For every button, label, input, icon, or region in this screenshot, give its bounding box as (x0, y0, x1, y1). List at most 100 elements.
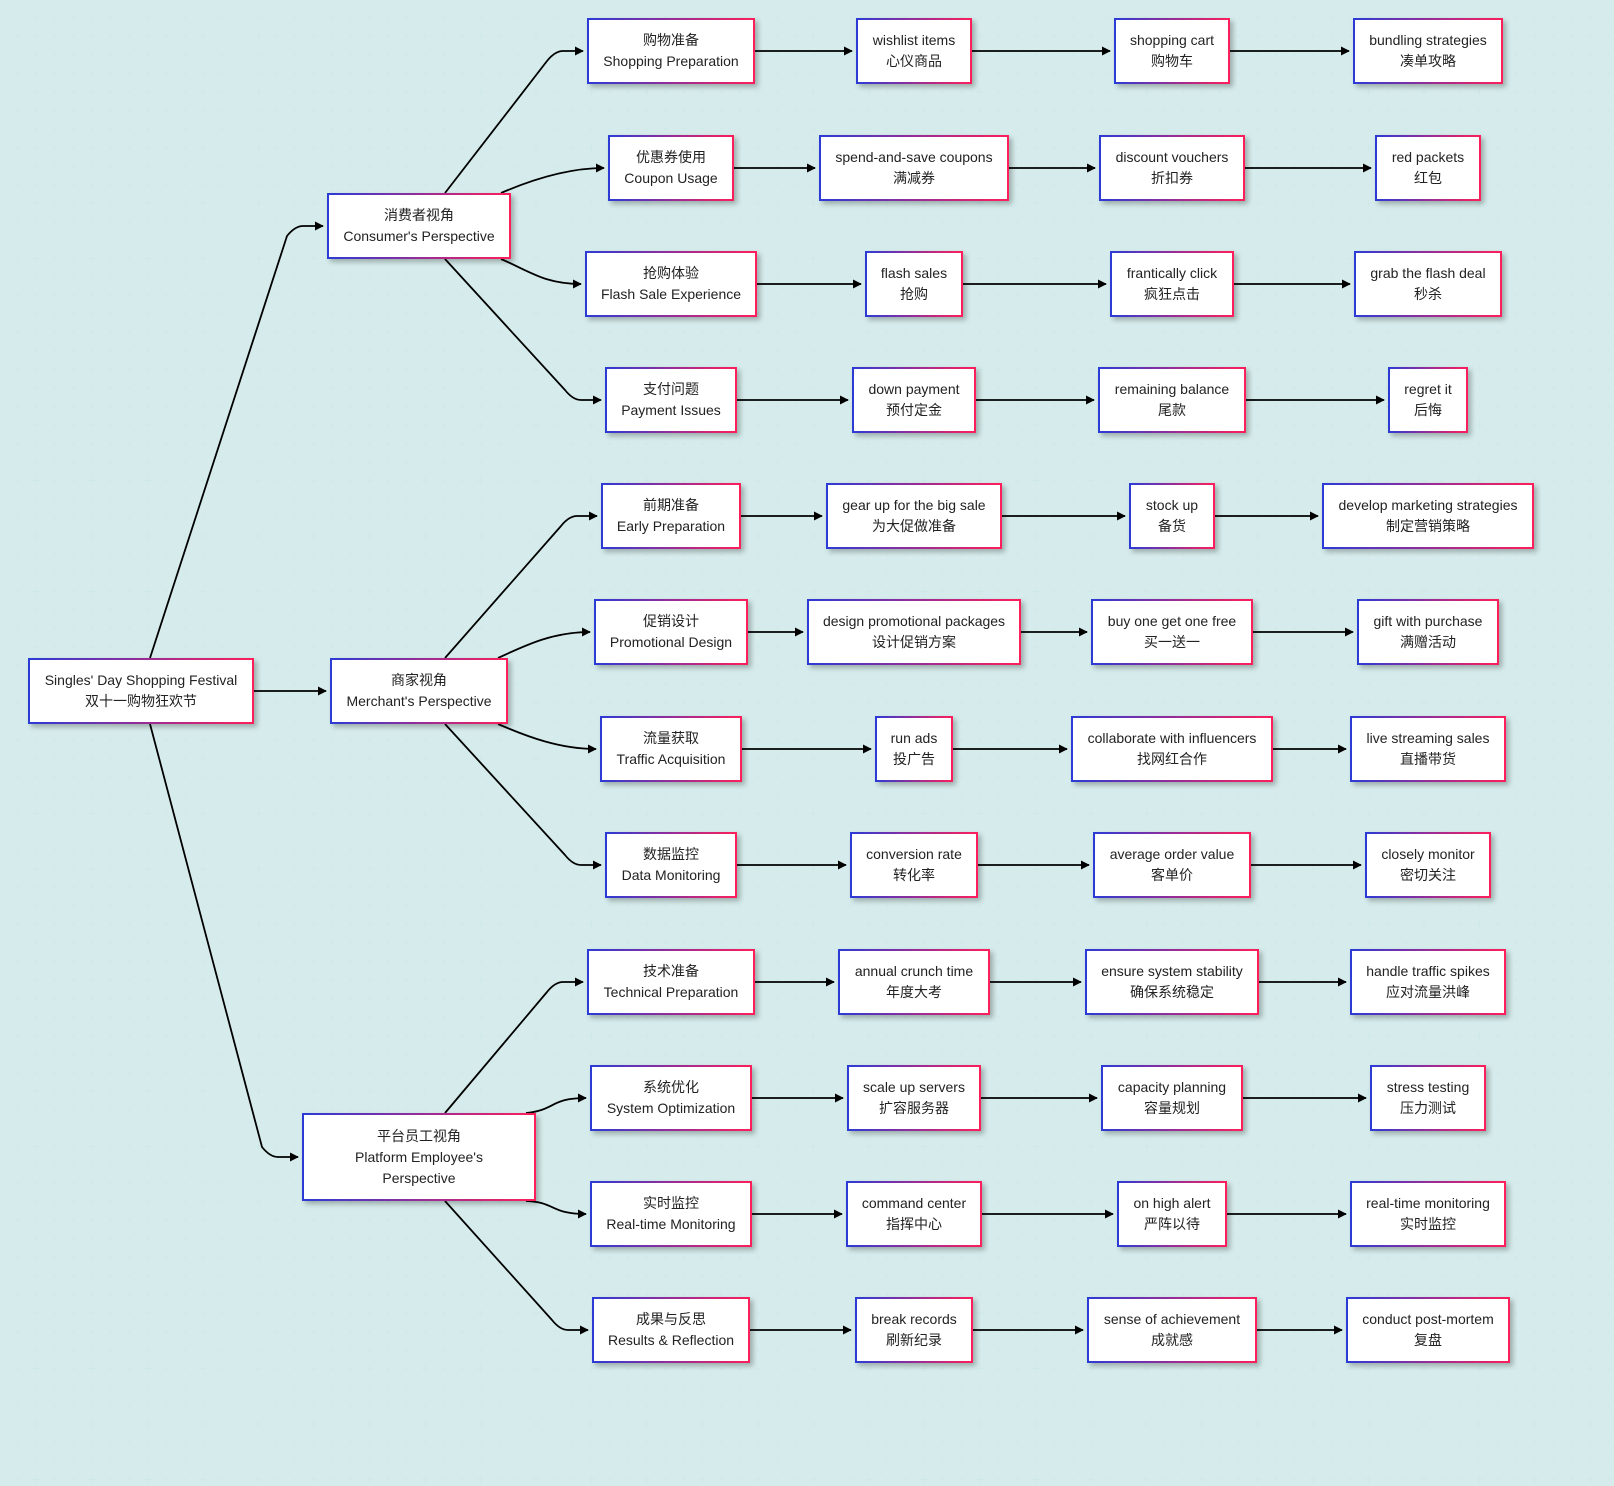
group-label-zh: 购物准备 (643, 32, 699, 48)
root-to-platform-arrow (149, 723, 299, 1162)
group-label-en: Data Monitoring (621, 867, 721, 883)
step-node[interactable]: frantically click 疯狂点击 (1110, 251, 1234, 317)
group-label-en: Promotional Design (609, 634, 733, 650)
step-label-zh: 折扣券 (1151, 170, 1193, 186)
platform-employee-perspective-node[interactable]: 平台员工视角 Platform Employee's Perspective (302, 1113, 536, 1201)
step-label-en: flash sales (880, 265, 948, 281)
step-label-en: stress testing (1386, 1079, 1470, 1095)
step-label-en: run ads (890, 730, 938, 746)
group-label-en: Flash Sale Experience (600, 286, 742, 302)
step-label-en: down payment (868, 381, 960, 397)
group-label-zh: 系统优化 (643, 1079, 699, 1095)
group-label-en: Coupon Usage (624, 170, 718, 186)
step-label-en: conversion rate (866, 846, 962, 862)
step-label-en: ensure system stability (1101, 963, 1243, 979)
step-label-en: handle traffic spikes (1366, 963, 1490, 979)
step-label-zh: 买一送一 (1144, 634, 1200, 650)
group-node[interactable]: 抢购体验 Flash Sale Experience (585, 251, 757, 317)
merchant-perspective-node[interactable]: 商家视角 Merchant's Perspective (330, 658, 508, 724)
step-label-zh: 满减券 (893, 170, 935, 186)
step-node[interactable]: conversion rate 转化率 (850, 832, 978, 898)
step-label-en: gear up for the big sale (842, 497, 986, 513)
step-label-zh: 预付定金 (886, 402, 942, 418)
step-label-en: annual crunch time (854, 963, 974, 979)
step-label-en: red packets (1391, 149, 1465, 165)
step-label-zh: 凑单攻略 (1400, 53, 1456, 69)
perspective-label-zh: 商家视角 (391, 672, 447, 688)
step-label-en: break records (871, 1311, 957, 1327)
step-node[interactable]: down payment 预付定金 (852, 367, 976, 433)
consumer-perspective-node[interactable]: 消费者视角 Consumer's Perspective (327, 193, 511, 259)
group-label-en: Real-time Monitoring (606, 1216, 736, 1232)
step-label-zh: 扩容服务器 (879, 1100, 949, 1116)
step-label-en: sense of achievement (1103, 1311, 1241, 1327)
step-node[interactable]: stress testing 压力测试 (1370, 1065, 1486, 1131)
group-label-zh: 成果与反思 (636, 1311, 706, 1327)
group-label-en: Results & Reflection (607, 1332, 735, 1348)
step-label-zh: 转化率 (893, 867, 935, 883)
step-node[interactable]: discount vouchers 折扣券 (1099, 135, 1245, 201)
root-node[interactable]: Singles' Day Shopping Festival 双十一购物狂欢节 (28, 658, 254, 724)
group-node[interactable]: 成果与反思 Results & Reflection (592, 1297, 750, 1363)
group-label-en: Payment Issues (621, 402, 721, 418)
step-label-en: develop marketing strategies (1338, 497, 1518, 513)
step-label-zh: 备货 (1158, 518, 1186, 534)
step-label-zh: 设计促销方案 (872, 634, 956, 650)
step-label-zh: 实时监控 (1400, 1216, 1456, 1232)
perspective-to-group-arrow (497, 627, 591, 659)
step-label-zh: 直播带货 (1400, 751, 1456, 767)
group-node[interactable]: 购物准备 Shopping Preparation (587, 18, 755, 84)
step-label-zh: 压力测试 (1400, 1100, 1456, 1116)
step-label-zh: 客单价 (1151, 867, 1193, 883)
step-label-en: frantically click (1126, 265, 1218, 281)
group-label-en: Shopping Preparation (603, 53, 739, 69)
group-label-en: Traffic Acquisition (616, 751, 726, 767)
group-label-zh: 抢购体验 (643, 265, 699, 281)
step-label-en: discount vouchers (1115, 149, 1229, 165)
step-label-en: gift with purchase (1373, 613, 1483, 629)
perspective-to-group-arrow (444, 511, 598, 659)
step-label-zh: 疯狂点击 (1144, 286, 1200, 302)
